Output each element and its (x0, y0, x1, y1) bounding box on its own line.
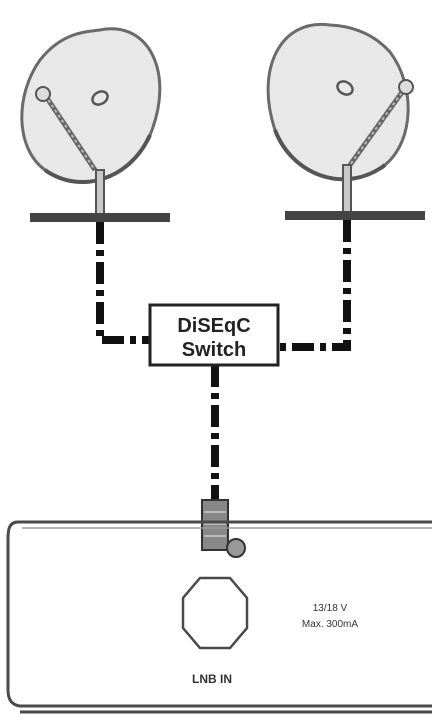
device-outline (6, 520, 432, 708)
switch-box (148, 303, 280, 367)
right-dish-crossbar (285, 211, 425, 220)
right-dish-mast (342, 164, 352, 214)
switch-label-line2: Switch (182, 339, 246, 361)
right-lnb-arm-stripes (349, 87, 406, 166)
left-dish-crossbar (30, 213, 170, 222)
voltage-spec: 13/18 V (313, 603, 348, 614)
current-spec: Max. 300mA (302, 619, 358, 630)
right-dish-rim (273, 129, 387, 182)
left-dish-center (91, 90, 109, 106)
left-lnb-arm (42, 93, 98, 172)
lnb-in-port (181, 576, 249, 650)
right-lnb-head (398, 79, 414, 95)
receiver-device: LNB IN 13/18 V Max. 300mA (6, 520, 432, 714)
right-satellite-dish (266, 22, 425, 220)
left-lnb-head (35, 86, 51, 102)
cable-connector (201, 499, 246, 558)
left-satellite-dish (20, 27, 170, 222)
cables (96, 220, 351, 500)
diseqc-switch: DiSEqC Switch (148, 303, 280, 367)
right-dish-center (336, 80, 354, 96)
left-dish-mast (95, 169, 105, 216)
left-cable (96, 222, 152, 344)
right-cable (280, 220, 351, 351)
lnb-in-label: LNB IN (192, 672, 232, 686)
switch-label-line1: DiSEqC (177, 315, 250, 337)
left-dish-bowl (20, 27, 162, 184)
connector-nut (226, 538, 246, 558)
